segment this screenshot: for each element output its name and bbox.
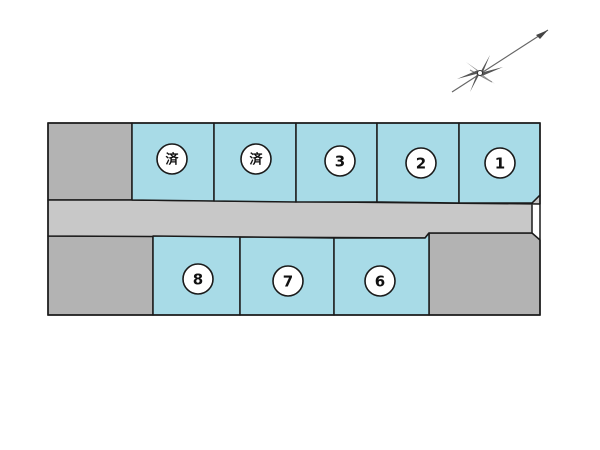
lot-badge-lot-1 xyxy=(484,147,516,179)
other-land-bottom-left xyxy=(47,235,154,316)
north-arrow-icon xyxy=(451,29,549,93)
lot-label-lot-6: 6 xyxy=(375,273,385,291)
lot-badge-lot-8 xyxy=(182,263,214,295)
lot-shapes xyxy=(131,122,541,316)
other-land-bottom-right xyxy=(428,232,541,316)
lot-label-lot-7: 7 xyxy=(283,273,293,291)
lot-badge-sold-2 xyxy=(240,143,272,175)
lot-badge-lot-2 xyxy=(405,147,437,179)
lot-label-lot-2: 2 xyxy=(416,155,426,173)
lot-label-sold-1: 済 xyxy=(165,152,179,168)
lot-badge-lot-3 xyxy=(324,145,356,177)
lot-label-lot-8: 8 xyxy=(193,271,203,289)
lot-badge-sold-1 xyxy=(156,143,188,175)
lot-label-lot-3: 3 xyxy=(335,153,345,171)
lot-badges: 済 済 3 2 1 8 7 6 xyxy=(156,143,516,297)
lot-label-sold-2: 済 xyxy=(249,152,263,168)
lot-badge-lot-6 xyxy=(364,265,396,297)
lot-label-lot-1: 1 xyxy=(495,155,505,173)
other-land-top-left xyxy=(47,122,133,201)
site-boundary xyxy=(47,122,541,316)
lot-badge-lot-7 xyxy=(272,265,304,297)
